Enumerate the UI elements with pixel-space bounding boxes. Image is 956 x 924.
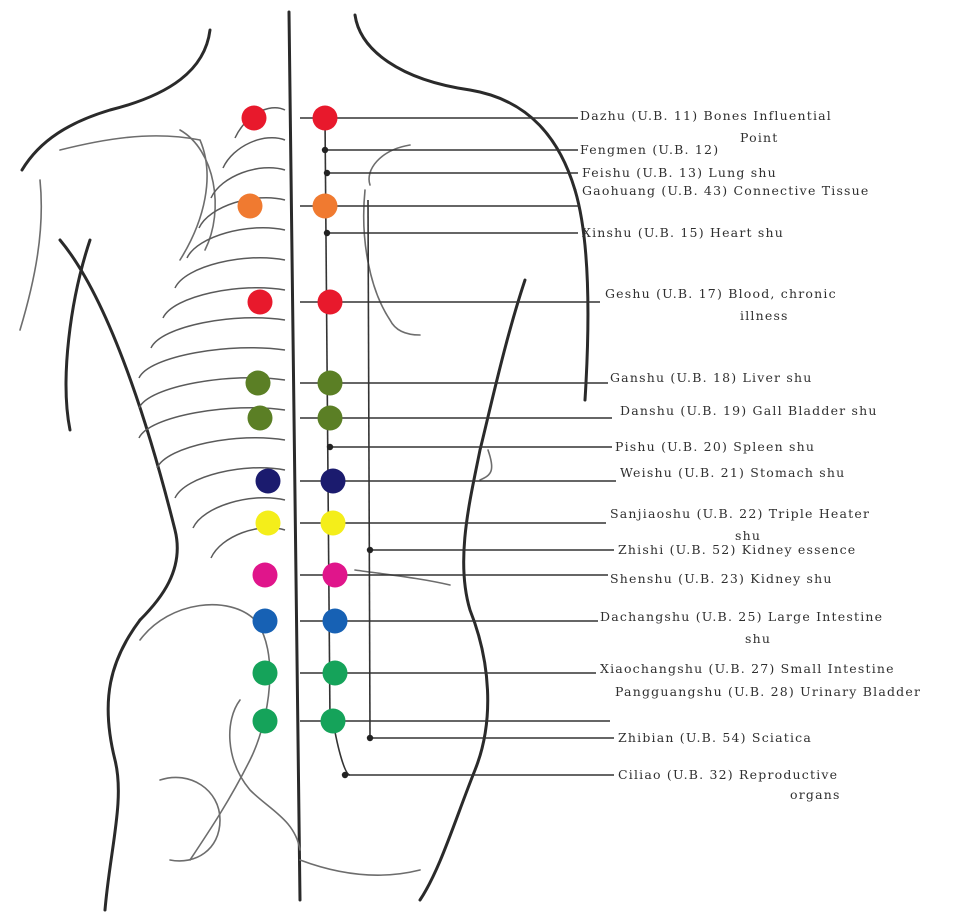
label-p3-cont: illness [740,308,789,323]
label-e7: Ciliao (U.B. 32) Reproductive [618,767,838,782]
acupoint-left-p9 [253,609,278,634]
label-p7-cont: shu [735,528,761,543]
label-e4: Pishu (U.B. 20) Spleen shu [615,439,815,454]
acupoint-left-p3 [248,290,273,315]
right-side-outline [420,280,525,900]
label-p1-cont: Point [740,130,779,145]
label-e7-cont: organs [790,787,841,802]
label-p3: Geshu (U.B. 17) Blood, chronic [605,286,837,301]
point-dot-e5 [367,547,373,553]
acupoint-right-p3 [318,290,343,315]
label-p6: Weishu (U.B. 21) Stomach shu [620,465,845,480]
acupoint-right-p10 [323,661,348,686]
acupoint-right-p11 [321,709,346,734]
point-dot-e3 [324,230,330,236]
label-e6: Zhibian (U.B. 54) Sciatica [618,730,812,745]
left-hip-outline [105,620,140,910]
label-p11: Pangguangshu (U.B. 28) Urinary Bladder [615,684,921,699]
acupoint-right-p6 [321,469,346,494]
label-p5: Danshu (U.B. 19) Gall Bladder shu [620,403,878,418]
acupoint-right-p5 [318,406,343,431]
acupoint-left-p1 [242,106,267,131]
acupoint-left-p6 [256,469,281,494]
acupoint-right-p2 [313,194,338,219]
left-arm-outline [66,240,90,430]
acupoint-right-p4 [318,371,343,396]
acupoint-right-p8 [323,563,348,588]
label-p2: Gaohuang (U.B. 43) Connective Tissue [582,183,870,198]
leader-lines [300,118,616,775]
label-p9-cont: shu [745,631,771,646]
pelvis-outline [140,605,270,860]
left-arm-inner [20,180,41,330]
labels: Dazhu (U.B. 11) Bones InfluentialPointGa… [580,108,921,802]
femur-head [160,777,220,861]
point-dot-e7 [342,772,348,778]
point-dot-e6 [367,735,373,741]
acupoint-left-p5 [248,406,273,431]
point-dot-e4 [327,444,333,450]
label-e5: Zhishi (U.B. 52) Kidney essence [618,542,856,557]
label-e2: Feishu (U.B. 13) Lung shu [582,165,777,180]
bladder-outer-line [368,200,370,735]
left-side-outline [60,240,177,620]
label-e3: Xinshu (U.B. 15) Heart shu [582,225,784,240]
spine-midline [289,12,300,900]
acupoint-left-p11 [253,709,278,734]
rib-12 [157,438,285,468]
right-buttock [300,860,420,875]
left-shoulder-blade [60,136,207,260]
right-arm-inner [480,450,492,480]
acupoint-right-p1 [313,106,338,131]
acupoint-left-p10 [253,661,278,686]
acupoint-right-p7 [321,511,346,536]
label-p4: Ganshu (U.B. 18) Liver shu [610,370,813,385]
rib-2 [223,138,285,168]
left-scapula-curve [180,130,215,250]
label-p1: Dazhu (U.B. 11) Bones Influential [580,108,832,123]
label-p7: Sanjiaoshu (U.B. 22) Triple Heater [610,506,870,521]
right-arm-outline [575,190,588,400]
right-shoulder-curve [369,145,410,185]
rib-3 [211,168,285,198]
right-neck-outline [355,15,575,190]
rib-6 [175,258,285,288]
label-e1: Fengmen (U.B. 12) [580,142,719,157]
rib-8 [151,318,285,348]
point-dot-e2 [324,170,330,176]
acupoint-left-p8 [253,563,278,588]
label-p10: Xiaochangshu (U.B. 27) Small Intestine [600,661,895,676]
label-p8: Shenshu (U.B. 23) Kidney shu [610,571,833,586]
right-scapula [364,190,420,335]
rib-5 [187,228,285,258]
point-dot-e1 [322,147,328,153]
acupoint-left-p7 [256,511,281,536]
left-neck-outline [22,30,210,170]
acupoint-left-p4 [246,371,271,396]
acupoint-left-p2 [238,194,263,219]
acupoint-right-p9 [323,609,348,634]
label-p9: Dachangshu (U.B. 25) Large Intestine [600,609,883,624]
